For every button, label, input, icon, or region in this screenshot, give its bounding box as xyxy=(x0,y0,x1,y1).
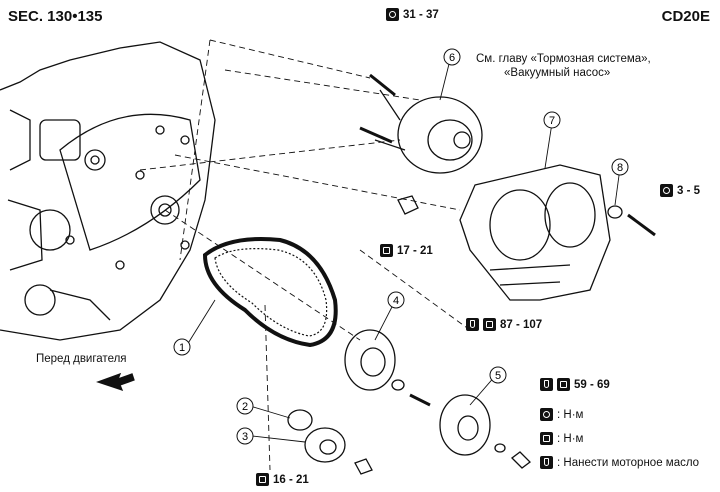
assembly-guide-lines xyxy=(139,39,471,471)
spacer xyxy=(287,409,313,431)
callout-3: 3 xyxy=(236,427,254,445)
callout-8: 8 xyxy=(611,158,629,176)
legend-item-oil: : Нанести моторное масло xyxy=(540,456,699,469)
callout-7: 7 xyxy=(543,111,561,129)
timing-belt xyxy=(202,237,338,348)
section-reference: SEC. 130•135 xyxy=(8,8,103,25)
torque-icon xyxy=(660,184,673,197)
torque-icon xyxy=(386,8,399,21)
torque-59-69: 59 - 69 xyxy=(540,378,610,391)
torque-icon xyxy=(483,318,496,331)
torque-3-5: 3 - 5 xyxy=(660,184,700,197)
washer xyxy=(607,205,623,219)
callout-1: 1 xyxy=(173,338,191,356)
camshaft-sprocket xyxy=(439,394,531,469)
vacuum-pump xyxy=(359,73,483,174)
callout-2: 2 xyxy=(236,397,254,415)
legend-item-nm: : Н·м xyxy=(540,408,583,421)
cover-nut xyxy=(397,195,419,215)
svg-text:3: 3 xyxy=(242,431,248,443)
torque-17-21: 17 - 21 xyxy=(380,244,433,257)
callout-4: 4 xyxy=(387,291,405,309)
svg-text:1: 1 xyxy=(179,342,185,354)
torque-31-37: 31 - 37 xyxy=(386,8,439,21)
engine-block xyxy=(0,41,216,341)
tensioner-pulley xyxy=(304,427,346,463)
oil-can-icon xyxy=(466,318,479,331)
oil-can-icon xyxy=(540,378,553,391)
engine-code: CD20E xyxy=(661,8,710,25)
front-cover xyxy=(459,164,611,301)
front-arrow-icon xyxy=(96,372,135,392)
torque-icon xyxy=(380,244,393,257)
torque-nm-alt-icon xyxy=(540,432,553,445)
svg-text:4: 4 xyxy=(393,295,399,307)
vacuum-note-line2: «Вакуумный насос» xyxy=(504,67,611,79)
tensioner-nut xyxy=(354,458,373,475)
torque-87-107: 87 - 107 xyxy=(466,318,542,331)
callout-leaders xyxy=(186,59,621,443)
callout-5: 5 xyxy=(489,366,507,384)
svg-text:6: 6 xyxy=(449,52,455,64)
oil-can-icon xyxy=(540,456,553,469)
svg-text:5: 5 xyxy=(495,370,501,382)
engine-front-label: Перед двигателя xyxy=(36,353,127,365)
torque-16-21: 16 - 21 xyxy=(256,473,309,486)
vacuum-pump-note: См. главу «Тормозная система», «Вакуумны… xyxy=(476,52,651,80)
torque-icon xyxy=(256,473,269,486)
idler-pulley xyxy=(344,329,431,407)
vacuum-note-line1: См. главу «Тормозная система», xyxy=(476,53,651,65)
cover-bolt xyxy=(627,213,656,237)
svg-text:7: 7 xyxy=(549,115,555,127)
torque-icon xyxy=(557,378,570,391)
callout-6: 6 xyxy=(443,48,461,66)
svg-text:8: 8 xyxy=(617,162,623,174)
svg-text:2: 2 xyxy=(242,401,248,413)
legend-item-nm-alt: : Н·м xyxy=(540,432,583,445)
torque-nm-icon xyxy=(540,408,553,421)
